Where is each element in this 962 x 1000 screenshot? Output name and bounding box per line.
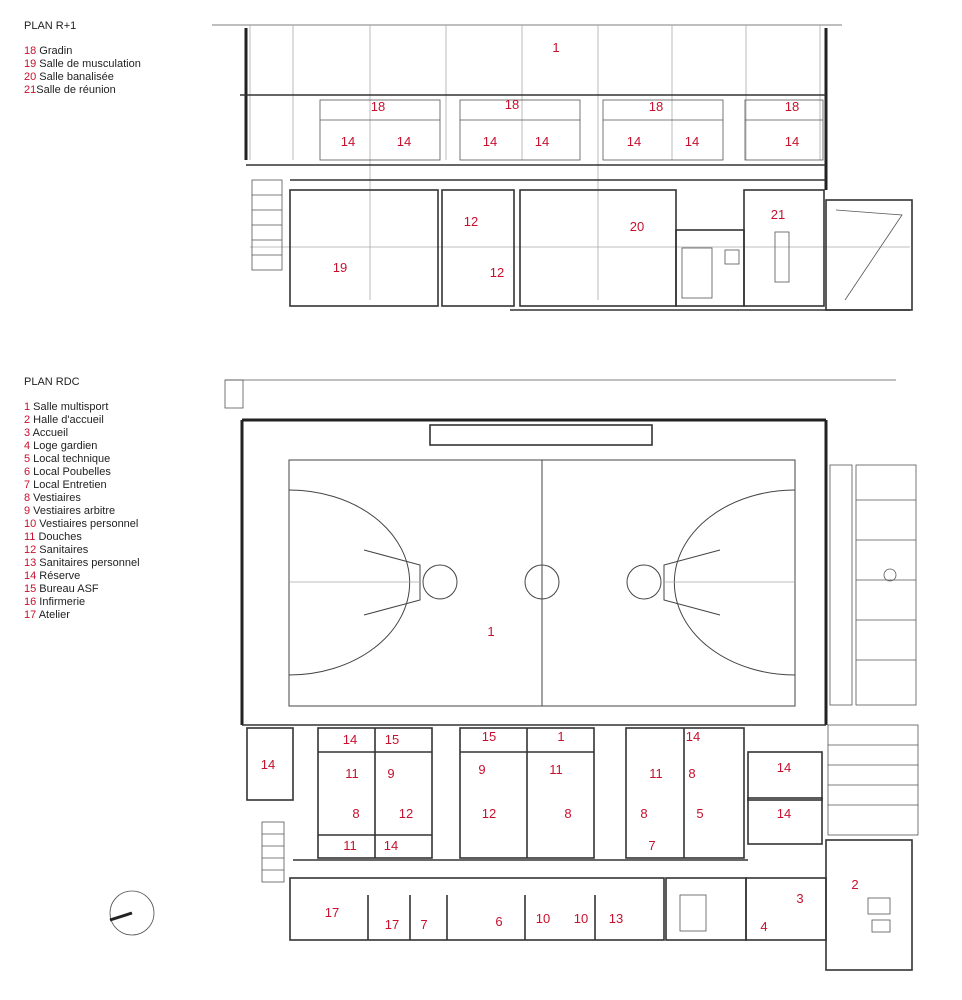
room-label: 6	[495, 914, 502, 929]
legend-rdc: PLAN RDC 1 Salle multisport 2 Halle d'ac…	[24, 376, 140, 622]
room-label: 11	[549, 762, 563, 777]
legend-rdc-title: PLAN RDC	[24, 376, 80, 388]
legend-item: 16 Infirmerie	[24, 596, 86, 608]
legend-item: 20 Salle banalisée	[24, 71, 114, 83]
room-label: 7	[420, 917, 427, 932]
legend-item: 15 Bureau ASF	[24, 583, 99, 595]
room-label: 10	[536, 911, 550, 926]
room-label: 10	[574, 911, 588, 926]
room-label: 18	[649, 99, 663, 114]
room-label: 14	[627, 134, 641, 149]
room-label: 11	[345, 766, 359, 781]
room-label: 14	[261, 757, 275, 772]
legend-item: 7 Local Entretien	[24, 479, 107, 491]
room-label: 8	[688, 766, 695, 781]
room-label: 18	[505, 97, 519, 112]
room-label: 14	[777, 806, 791, 821]
room-label: 4	[760, 919, 767, 934]
room-label: 7	[648, 838, 655, 853]
room-label: 13	[609, 911, 623, 926]
legend-item: 4 Loge gardien	[24, 440, 98, 452]
room-label: 17	[385, 917, 399, 932]
room-label: 14	[343, 732, 357, 747]
room-label: 1	[552, 40, 559, 55]
legend-item: 11 Douches	[24, 531, 82, 543]
room-label: 14	[384, 838, 398, 853]
plan-rdc: 1 14 14 15 15 1 14 14 11 11 9 9 11 11 8 …	[109, 379, 919, 971]
room-label: 9	[478, 762, 485, 777]
room-label: 20	[630, 219, 644, 234]
room-label: 12	[490, 265, 504, 280]
room-label: 19	[333, 260, 347, 275]
plan-r1: 1 18 18 18 18 14 14 14 14 14 14 14 12 12…	[212, 24, 913, 311]
room-label: 14	[685, 134, 699, 149]
legend-item: 2 Halle d'accueil	[24, 414, 104, 426]
room-label: 14	[397, 134, 411, 149]
room-label: 2	[851, 877, 858, 892]
room-label: 1	[557, 729, 564, 744]
room-label: 14	[341, 134, 355, 149]
legend-item: 9 Vestiaires arbitre	[24, 505, 116, 517]
room-label: 1	[487, 624, 494, 639]
legend-r1-title: PLAN R+1	[24, 20, 77, 32]
room-label: 15	[482, 729, 496, 744]
room-label: 15	[385, 732, 399, 747]
legend-item: 1 Salle multisport	[24, 401, 109, 413]
room-label: 18	[371, 99, 385, 114]
room-label: 14	[686, 729, 700, 744]
legend-item: 5 Local technique	[24, 453, 111, 465]
room-label: 21	[771, 207, 785, 222]
room-label: 12	[482, 806, 496, 821]
room-label: 8	[352, 806, 359, 821]
legend-item: 10 Vestiaires personnel	[24, 518, 139, 530]
legend-item: 21Salle de réunion	[24, 84, 116, 96]
legend-item: 19 Salle de musculation	[24, 58, 141, 70]
room-label: 14	[777, 760, 791, 775]
legend-item: 12 Sanitaires	[24, 544, 89, 556]
room-label: 12	[464, 214, 478, 229]
room-label: 8	[564, 806, 571, 821]
room-label: 18	[785, 99, 799, 114]
room-label: 14	[483, 134, 497, 149]
legend-item: 17 Atelier	[24, 609, 70, 621]
room-label: 14	[535, 134, 549, 149]
room-label: 8	[640, 806, 647, 821]
legend-r1: PLAN R+1 18 Gradin 19 Salle de musculati…	[24, 20, 141, 97]
room-label: 9	[387, 766, 394, 781]
legend-item: 6 Local Poubelles	[24, 466, 111, 478]
room-label: 11	[649, 766, 663, 781]
room-label: 3	[796, 891, 803, 906]
legend-item: 18 Gradin	[24, 45, 73, 57]
room-label: 11	[343, 838, 357, 853]
legend-item: 14 Réserve	[24, 570, 81, 582]
legend-item: 8 Vestiaires	[24, 492, 81, 504]
room-label: 12	[399, 806, 413, 821]
room-label: 17	[325, 905, 339, 920]
legend-item: 13 Sanitaires personnel	[24, 557, 140, 569]
legend-item: 3 Accueil	[24, 427, 69, 439]
room-label: 14	[785, 134, 799, 149]
room-label: 5	[696, 806, 703, 821]
